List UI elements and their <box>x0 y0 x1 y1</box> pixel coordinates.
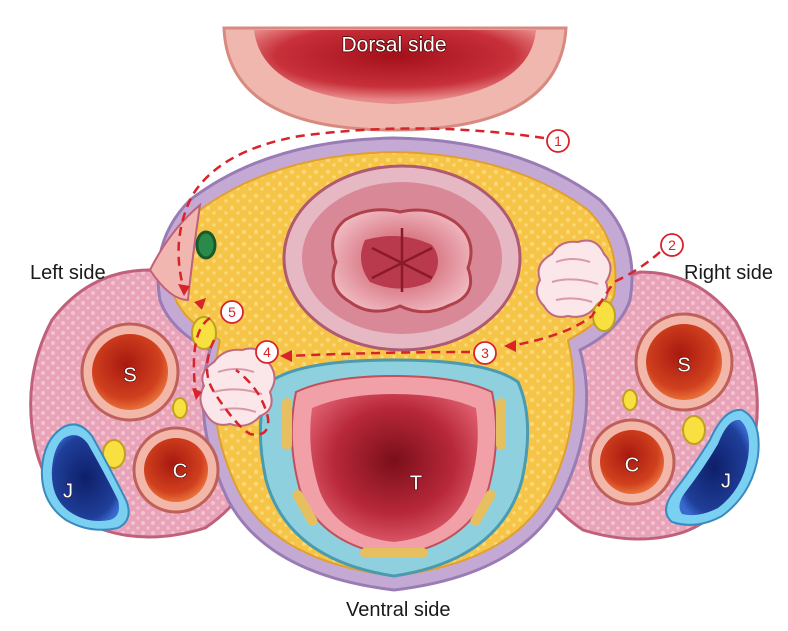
step-marker-3: 3 <box>474 342 496 364</box>
step-number-2: 2 <box>668 237 676 253</box>
left-j-label: J <box>63 480 73 502</box>
step-marker-2: 2 <box>661 234 683 256</box>
left-c-label: C <box>173 460 187 482</box>
step-marker-4: 4 <box>256 341 278 363</box>
left-carotid-vessel: C <box>134 428 218 512</box>
ventral-side-label: Ventral side <box>346 599 451 622</box>
right-side-label: Right side <box>684 262 773 285</box>
esophagus <box>284 166 520 350</box>
gland-right-upper <box>593 301 615 331</box>
right-carotid-vessel: C <box>590 420 674 504</box>
gland-right-small <box>623 390 637 410</box>
left-subclavian-vessel: S <box>82 324 178 420</box>
right-s-label: S <box>677 354 690 376</box>
right-j-label: J <box>721 470 731 492</box>
right-subclavian-vessel: S <box>636 314 732 410</box>
nerve-left <box>197 232 215 258</box>
step-number-4: 4 <box>263 344 271 360</box>
right-c-label: C <box>625 454 639 476</box>
step-number-3: 3 <box>481 345 489 361</box>
step-marker-5: 5 <box>221 301 243 323</box>
step-number-5: 5 <box>228 304 236 320</box>
dorsal-side-label: Dorsal side <box>341 34 446 57</box>
dorsal-structure: Dorsal side <box>224 28 566 130</box>
gland-left-small <box>173 398 187 418</box>
left-side-label: Left side <box>30 262 106 285</box>
left-s-label: S <box>123 364 136 386</box>
step-number-1: 1 <box>554 133 562 149</box>
gland-right-lower <box>683 416 705 444</box>
trachea-label: T <box>410 472 422 494</box>
step-marker-1: 1 <box>547 130 569 152</box>
